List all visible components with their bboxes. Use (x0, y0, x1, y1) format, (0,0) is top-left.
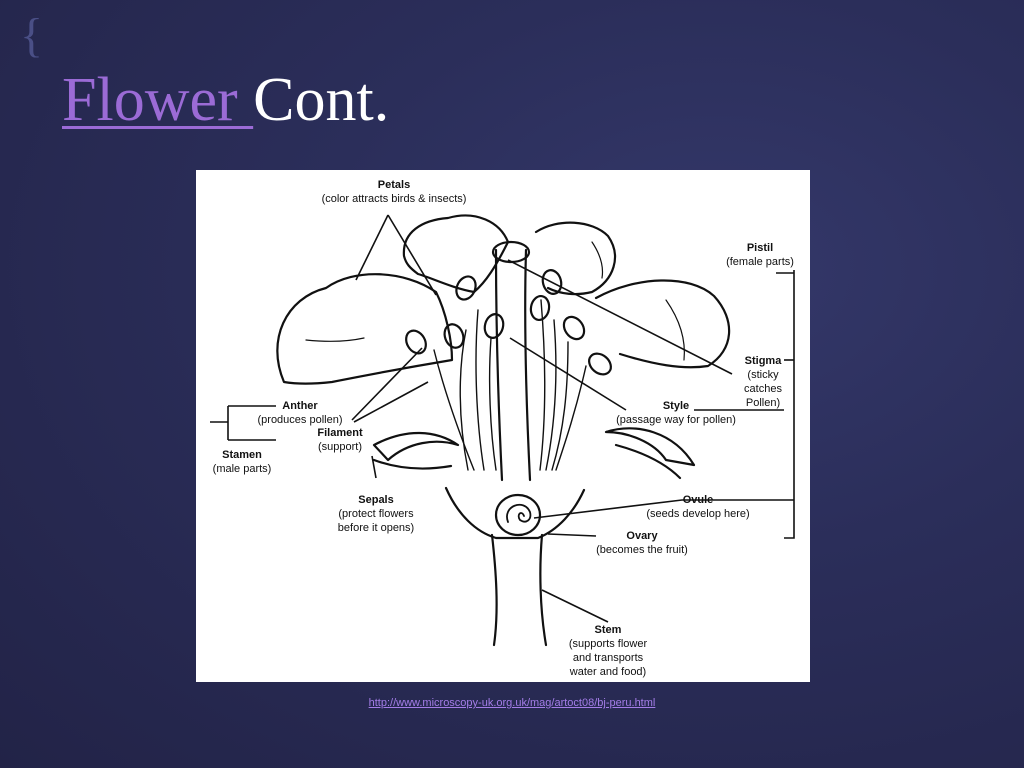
label-sepals-desc-1: (protect flowers (338, 508, 414, 520)
label-stigma: Stigma (745, 355, 783, 367)
filament-2 (475, 309, 485, 471)
sepal-right (604, 427, 696, 467)
label-petals: Petals (378, 179, 410, 191)
label-stem: Stem (595, 624, 622, 636)
receptacle-shape (444, 486, 586, 540)
petal-top-right (534, 221, 617, 296)
sepal-left (372, 431, 460, 462)
filament-3 (488, 337, 497, 471)
title-link[interactable]: Flower (62, 66, 254, 134)
label-stamen-desc: (male parts) (213, 463, 272, 475)
anther-2 (443, 323, 465, 349)
label-ovule: Ovule (683, 494, 714, 506)
label-ovary: Ovary (626, 530, 658, 542)
style-shape-right (524, 248, 532, 482)
flower-diagram-svg: Petals (color attracts birds & insects) … (210, 179, 795, 678)
label-ovary-desc: (becomes the fruit) (596, 544, 688, 556)
label-filament-desc: (support) (318, 441, 362, 453)
filament-7 (433, 349, 475, 471)
filament-5 (545, 319, 557, 471)
ovule-shape (506, 503, 532, 523)
filament-8 (555, 365, 587, 471)
slide-bracket-decoration: { (20, 9, 44, 62)
label-sepals: Sepals (358, 494, 393, 506)
anther-4 (405, 329, 427, 355)
label-stem-desc-2: and transports (573, 652, 644, 664)
label-style-desc: (passage way for pollen) (616, 414, 736, 426)
label-stem-desc-1: (supports flower (569, 638, 648, 650)
anther-7 (562, 315, 586, 341)
label-sepals-desc-2: before it opens) (338, 522, 414, 534)
stem-shape (490, 533, 498, 647)
flower-diagram: Petals (color attracts birds & insects) … (196, 170, 810, 682)
anther-1 (455, 275, 477, 301)
sepal-left-lower (372, 458, 453, 470)
filament-6 (551, 341, 569, 471)
petal-left (276, 273, 454, 385)
anther-8 (588, 352, 612, 376)
label-anther: Anther (282, 400, 318, 412)
petal-right (594, 279, 731, 369)
title-rest: Cont. (253, 66, 390, 134)
label-anther-desc: (produces pollen) (258, 414, 343, 426)
label-stigma-desc-2: catches (744, 383, 782, 395)
label-stem-desc-3: water and food) (569, 666, 646, 678)
sepal-right-lower (614, 443, 682, 480)
label-style: Style (663, 400, 689, 412)
label-petals-desc: (color attracts birds & insects) (322, 193, 467, 205)
slide-title: Flower Cont. (62, 62, 389, 138)
label-ovule-desc: (seeds develop here) (646, 508, 749, 520)
label-stigma-desc-3: Pollen) (746, 397, 780, 409)
anther-5 (541, 269, 563, 295)
label-pistil-desc: (female parts) (726, 256, 794, 268)
stem-shape-right (539, 533, 548, 647)
label-pistil: Pistil (747, 242, 773, 254)
filament-4 (539, 299, 546, 471)
stigma-shape (491, 240, 531, 264)
source-link[interactable]: http://www.microscopy-uk.org.uk/mag/arto… (368, 697, 656, 709)
label-stamen: Stamen (222, 449, 262, 461)
filament-1 (459, 329, 469, 471)
ovary-shape (494, 493, 542, 537)
label-filament: Filament (317, 427, 363, 439)
anther-6 (529, 294, 551, 322)
anther-3 (483, 313, 505, 339)
style-shape (494, 248, 504, 482)
label-stigma-desc-1: (sticky (747, 369, 779, 381)
